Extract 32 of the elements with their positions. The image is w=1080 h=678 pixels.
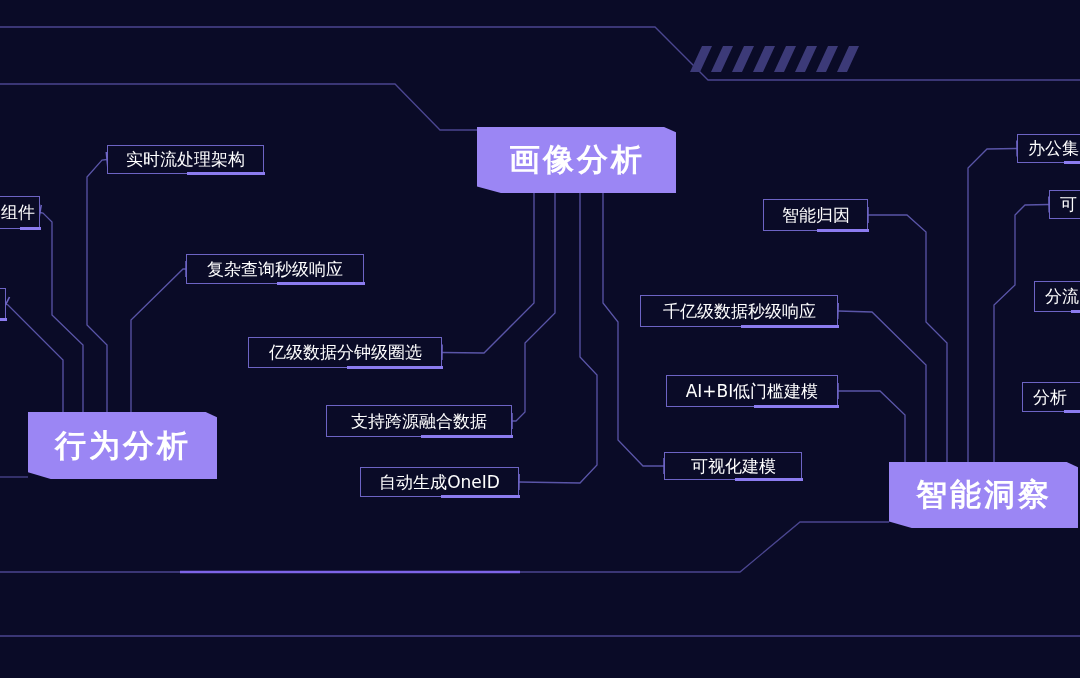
feature-label: AI+BI低门槛建模 bbox=[685, 379, 819, 403]
category-label: 智能洞察 bbox=[915, 475, 1052, 514]
feature-label: 复杂查询秒级响应 bbox=[207, 257, 343, 281]
category-label: 画像分析 bbox=[508, 140, 645, 179]
feature-label: 组件 bbox=[1, 201, 35, 224]
category-box bbox=[477, 127, 676, 193]
feature-box bbox=[107, 145, 264, 174]
feature-label: 千亿级数据秒级响应 bbox=[662, 299, 816, 323]
feature-box bbox=[640, 295, 838, 327]
feature-label: 自动生成OneID bbox=[379, 470, 500, 494]
feature-box bbox=[360, 467, 519, 497]
feature-label: 分流 bbox=[1045, 285, 1079, 308]
feature-box bbox=[664, 452, 802, 480]
feature-label: 亿级数据分钟级圈选 bbox=[268, 341, 422, 364]
feature-label: 可视化建模 bbox=[690, 454, 776, 478]
feature-label: 智能归因 bbox=[781, 203, 850, 227]
category-box bbox=[28, 412, 217, 479]
feature-label: 分析 bbox=[1033, 385, 1067, 409]
feature-box bbox=[326, 405, 512, 437]
feature-box bbox=[186, 254, 364, 284]
feature-label: 实时流处理架构 bbox=[126, 148, 245, 171]
feature-label: 可 bbox=[1060, 193, 1077, 216]
feature-label: 支持跨源融合数据 bbox=[351, 409, 487, 433]
feature-box bbox=[666, 375, 838, 407]
category-label: 行为分析 bbox=[54, 425, 191, 465]
feature-box bbox=[1022, 382, 1080, 412]
feature-box bbox=[1017, 134, 1080, 163]
feature-box bbox=[248, 337, 442, 368]
category-box bbox=[889, 462, 1078, 528]
feature-label: 办公集 bbox=[1028, 137, 1079, 160]
feature-box bbox=[763, 199, 868, 231]
connector-line bbox=[86, 150, 109, 413]
